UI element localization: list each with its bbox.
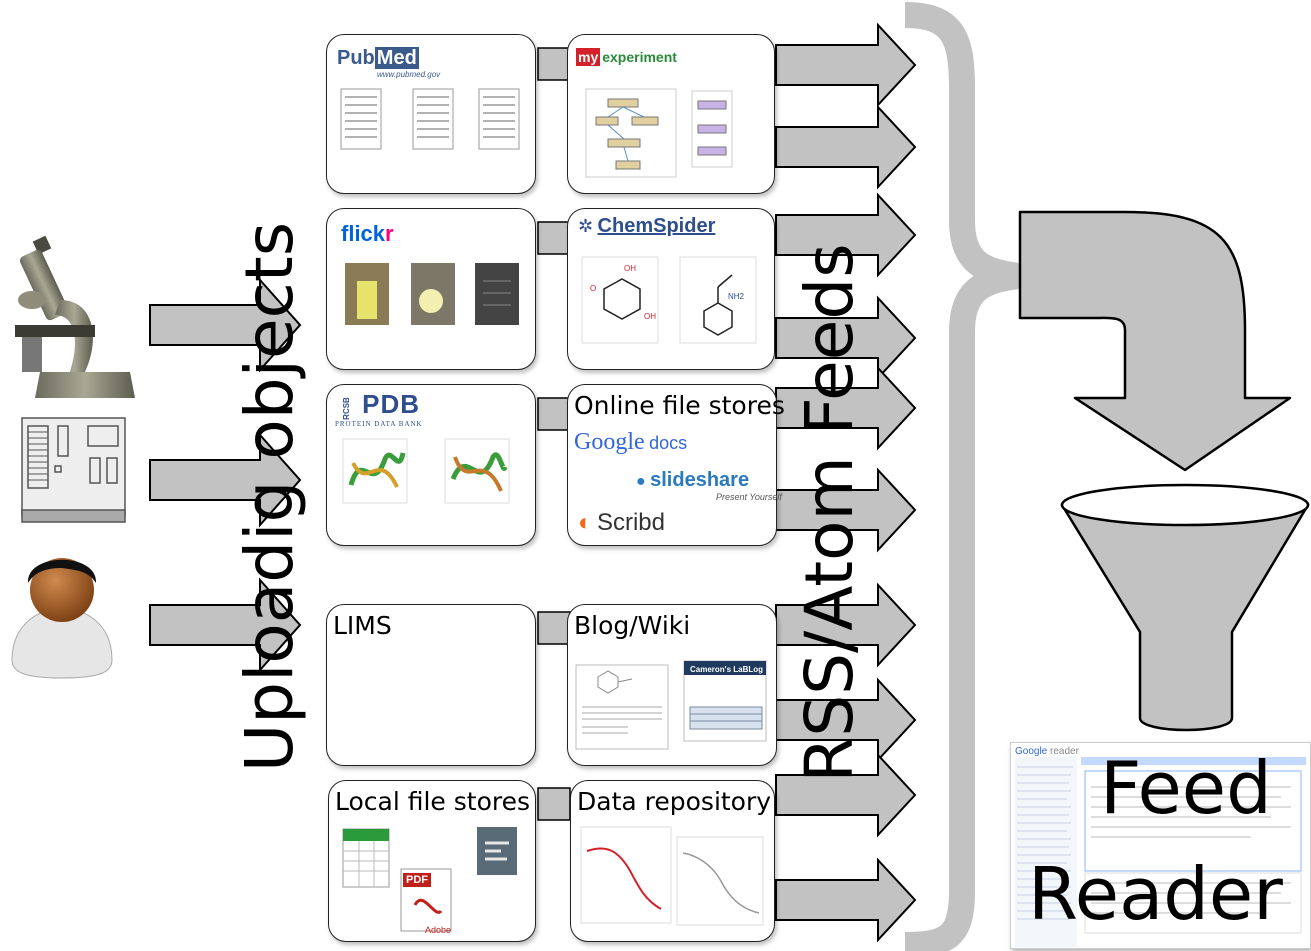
- flickr-box[interactable]: flickr: [326, 208, 536, 370]
- data-repository-label: Data repository: [577, 787, 772, 816]
- feed-reader-label-line1: Feed: [1100, 746, 1272, 830]
- funnel-arrow: [1018, 210, 1292, 472]
- chemical-structures: O OH OH NH2: [581, 256, 757, 344]
- photo-thumbnails: [345, 263, 519, 325]
- blog-title: Cameron's LaBLog: [690, 665, 764, 674]
- svg-text:OH: OH: [644, 312, 656, 321]
- upload-arrow: [149, 577, 302, 673]
- feed-reader-screenshot[interactable]: Google reader: [1010, 742, 1311, 949]
- circuit-board-icon: [21, 417, 126, 523]
- slideshare-logo: ● slideshare Present Yourself: [636, 469, 782, 502]
- google-reader-logo: Google reader: [1015, 746, 1079, 757]
- scribd-logo: ◐ Scribd: [578, 509, 665, 536]
- adobe-label: Adobe: [425, 925, 452, 935]
- data-plot-thumbnails: [580, 826, 764, 926]
- blog-wiki-box[interactable]: Blog/Wiki Cameron's LaBLog: [567, 604, 777, 766]
- reader-ui-mock: [1015, 757, 1306, 947]
- blog-thumbnails: [575, 660, 767, 750]
- flickr-logo: flickr: [341, 221, 394, 246]
- file-icons: [342, 827, 517, 932]
- pdb-box[interactable]: RCSB PDB PROTEIN DATA BANK: [326, 384, 536, 546]
- protein-structures: [342, 438, 510, 504]
- slideshare-icon: ●: [636, 473, 646, 490]
- upload-objects-label: Uploadig objects: [231, 221, 308, 773]
- person-icon: [11, 558, 113, 679]
- lims-box[interactable]: LIMS: [326, 604, 536, 766]
- local-file-stores-label: Local file stores: [335, 787, 531, 816]
- data-repository-box[interactable]: Data repository: [570, 780, 775, 942]
- online-file-stores-label: Online file stores: [574, 391, 785, 420]
- svg-text:OH: OH: [624, 264, 636, 273]
- connector-arrow: [537, 47, 571, 821]
- svg-text:O: O: [590, 284, 596, 293]
- online-file-stores-box[interactable]: Online file stores Google docs ● slidesh…: [567, 384, 785, 546]
- upload-arrow: [149, 432, 302, 528]
- feed-reader-label-line2: Reader: [1028, 852, 1283, 936]
- chemspider-box[interactable]: ✲ ChemSpider O OH OH NH2: [567, 208, 775, 370]
- feeds-brace: [904, 2, 1022, 951]
- pdf-badge: PDF: [403, 873, 431, 887]
- paper-thumbnails: [340, 88, 520, 150]
- workflow-diagrams: [585, 88, 733, 178]
- local-file-stores-box[interactable]: Local file stores PDF Adobe: [328, 780, 536, 942]
- feed-arrow: [775, 22, 917, 943]
- svg-text:NH2: NH2: [728, 292, 745, 301]
- upload-arrow: [149, 277, 302, 373]
- chemspider-logo: ✲ ChemSpider: [578, 215, 716, 237]
- chemspider-icon: ✲: [578, 216, 594, 236]
- scribd-icon: ◐: [578, 509, 593, 536]
- google-docs-logo: Google docs: [574, 429, 688, 455]
- microscope-icon: [15, 235, 135, 398]
- blog-wiki-label: Blog/Wiki: [574, 611, 691, 640]
- rss-atom-feeds-label: RSS/Atom Feeds: [791, 243, 868, 783]
- lims-label: LIMS: [333, 611, 392, 640]
- pdb-logo: RCSB PDB PROTEIN DATA BANK: [335, 389, 423, 428]
- funnel-icon: [1060, 483, 1310, 732]
